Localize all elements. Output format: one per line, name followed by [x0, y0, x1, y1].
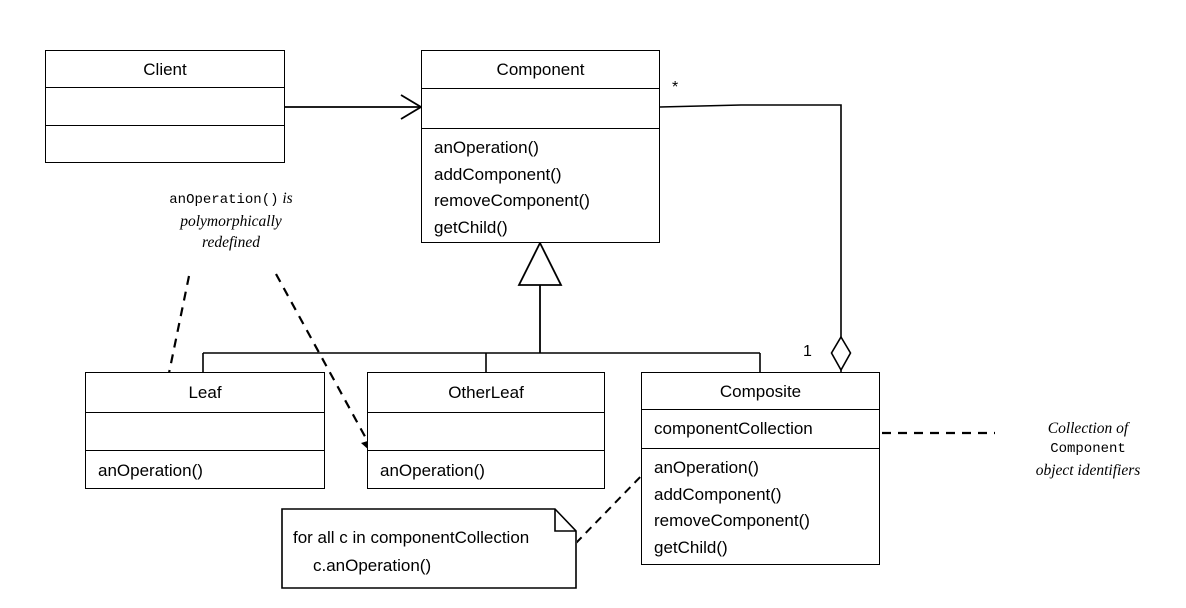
annotation-mono-text: Component [1050, 441, 1126, 457]
multiplicity-component-end: * [672, 80, 678, 96]
class-box-client[interactable]: Client [45, 50, 285, 163]
operation-item: anOperation() [434, 138, 539, 157]
operation-item: getChild() [654, 537, 728, 557]
class-attributes-composite: componentCollection [642, 410, 879, 449]
operation-item: anOperation() [654, 458, 759, 477]
class-name-text: OtherLeaf [448, 383, 524, 402]
multiplicity-text: * [672, 79, 679, 96]
operation-item: removeComponent() [654, 511, 810, 530]
operation-item: anOperation() [98, 460, 203, 480]
note-shape [281, 508, 577, 589]
class-name-text: Leaf [188, 383, 222, 402]
class-title-otherleaf: OtherLeaf [368, 373, 604, 413]
class-name-text: Composite [719, 381, 802, 401]
operation-item: anOperation() [380, 460, 485, 480]
association-client-component [285, 94, 423, 120]
class-title-client: Client [46, 51, 284, 88]
note-line-2: c.anOperation() [313, 556, 432, 575]
class-operations-composite: anOperation() addComponent() removeCompo… [642, 449, 879, 566]
annotation-mono-text: anOperation() [169, 192, 279, 208]
generalization-tree [202, 240, 761, 372]
note-body-composite[interactable]: for all c in componentCollection c.anOpe… [281, 508, 577, 589]
multiplicity-composite-end: 1 [803, 344, 812, 360]
class-attributes-otherleaf [368, 413, 604, 451]
class-box-composite[interactable]: Composite componentCollection anOperatio… [641, 372, 880, 565]
class-title-component: Component [422, 51, 659, 89]
annotation-line-2: polymorphically [180, 213, 282, 230]
annotation-line-1: Collection of [1047, 420, 1129, 437]
class-attributes-leaf [86, 413, 324, 451]
aggregation-diamond-icon [830, 335, 852, 372]
class-operations-client [46, 126, 284, 164]
operation-item: addComponent() [434, 164, 562, 184]
class-operations-leaf: anOperation() [86, 451, 324, 490]
note-fold-icon [554, 509, 576, 532]
class-attributes-client [46, 88, 284, 126]
generalization-triangle-icon [517, 240, 563, 286]
class-title-leaf: Leaf [86, 373, 324, 413]
class-operations-otherleaf: anOperation() [368, 451, 604, 490]
class-operations-component: anOperation() addComponent() removeCompo… [422, 129, 659, 244]
note-line-1: for all c in componentCollection [293, 528, 530, 547]
class-box-leaf[interactable]: Leaf anOperation() [85, 372, 325, 489]
class-name-text: Component [496, 60, 585, 79]
annotation-line-3: redefined [202, 234, 260, 251]
annotation-collection: Collection of Component object identifie… [1003, 418, 1173, 481]
class-attributes-component [422, 89, 659, 129]
annotation-italic-text: is [278, 190, 293, 207]
multiplicity-text: 1 [803, 343, 812, 360]
operation-item: addComponent() [654, 484, 782, 504]
annotation-line-1: anOperation() is [133, 188, 329, 211]
note-anchor-composite-body [575, 470, 647, 544]
aggregation-composite-component [659, 104, 852, 372]
class-title-composite: Composite [642, 373, 879, 410]
class-name-text: Client [143, 59, 187, 79]
class-box-component[interactable]: Component anOperation() addComponent() r… [421, 50, 660, 243]
annotation-line-3: object identifiers [1035, 462, 1141, 479]
operation-item: removeComponent() [434, 191, 590, 210]
note-body-text: for all c in componentCollection c.anOpe… [293, 524, 529, 580]
annotation-polymorphic: anOperation() is polymorphically redefin… [133, 188, 329, 253]
attribute-item: componentCollection [654, 419, 813, 438]
operation-item: getChild() [434, 217, 508, 237]
class-box-otherleaf[interactable]: OtherLeaf anOperation() [367, 372, 605, 489]
